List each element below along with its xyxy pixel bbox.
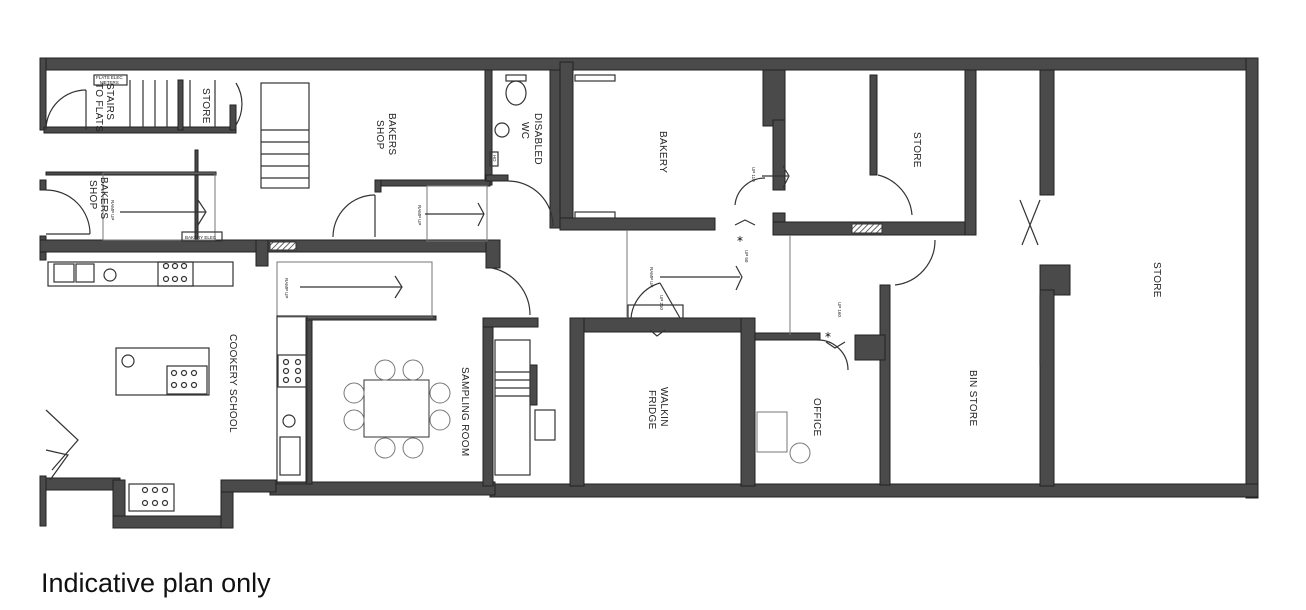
fixtures: [45, 74, 1041, 512]
label-store-small: STORE: [200, 88, 211, 124]
label-walkin-fridge: WALKIN: [658, 387, 669, 427]
label-disabled-wc-2: WC: [519, 122, 530, 139]
up-160-label: UP 160: [837, 302, 842, 317]
label-disabled-wc: DISABLED: [532, 113, 543, 165]
label-bakery: BAKERY: [657, 131, 668, 173]
label-stairs-to-flats: STAIRS: [104, 83, 115, 120]
wc-fittings: [489, 74, 811, 464]
label-bakers-shop-entry: BAKERS: [98, 177, 109, 219]
flats-elec-meters-label: FLATS ELEC: [96, 75, 123, 80]
label-bakers-shop-entry-2: SHOP: [87, 180, 98, 210]
up-210-label: UP 210: [659, 295, 664, 310]
label-sampling-room: SAMPLING ROOM: [459, 367, 470, 456]
interior-walls: [39, 61, 1071, 487]
hand-dryer-label: HD: [492, 155, 497, 162]
stairs-lower: [494, 339, 556, 476]
label-bakers-shop-2: SHOP: [374, 120, 385, 150]
label-bin-store: BIN STORE: [967, 370, 978, 426]
ramp-up-label-3: RAMP UP: [284, 278, 289, 298]
dining-table: [343, 359, 451, 459]
plan-caption: Indicative plan only: [41, 568, 271, 598]
outer-walls: [39, 57, 1259, 529]
label-stairs-to-flats-2: TO FLATS: [93, 83, 104, 132]
stairs-top: [93, 74, 310, 189]
label-walkin-fridge-2: FRIDGE: [646, 390, 657, 430]
label-office: OFFICE: [811, 398, 822, 436]
label-store-large: STORE: [1151, 262, 1162, 298]
marker-asterisk-1: *: [737, 234, 743, 248]
label-cookery-school: COOKERY SCHOOL: [227, 334, 238, 433]
marker-asterisk-2: *: [825, 330, 831, 344]
ramp-up-label-4: RAMP UP: [649, 267, 654, 287]
ramp-up-label-2: RAMP UP: [417, 205, 422, 225]
flats-elec-meters-label-2: METERS: [100, 80, 119, 85]
kitchen-fittings: [47, 261, 308, 512]
annotations: FLATS ELEC METERS BAKERY ELEC HD RAMP UP…: [96, 75, 842, 344]
room-labels: STAIRS TO FLATS STORE BAKERS SHOP BAKERS…: [87, 83, 1162, 456]
doors: [45, 82, 1041, 481]
ramp-up-label-1: RAMP UP: [110, 200, 115, 220]
up-110-label: UP 110: [751, 167, 756, 182]
label-bakers-shop: BAKERS: [386, 113, 397, 155]
bakery-elec-label: BAKERY ELEC: [185, 235, 217, 240]
ramp-arrows: [102, 165, 846, 349]
up-50-label: UP 50: [744, 250, 749, 263]
label-store-mid: STORE: [911, 132, 922, 168]
